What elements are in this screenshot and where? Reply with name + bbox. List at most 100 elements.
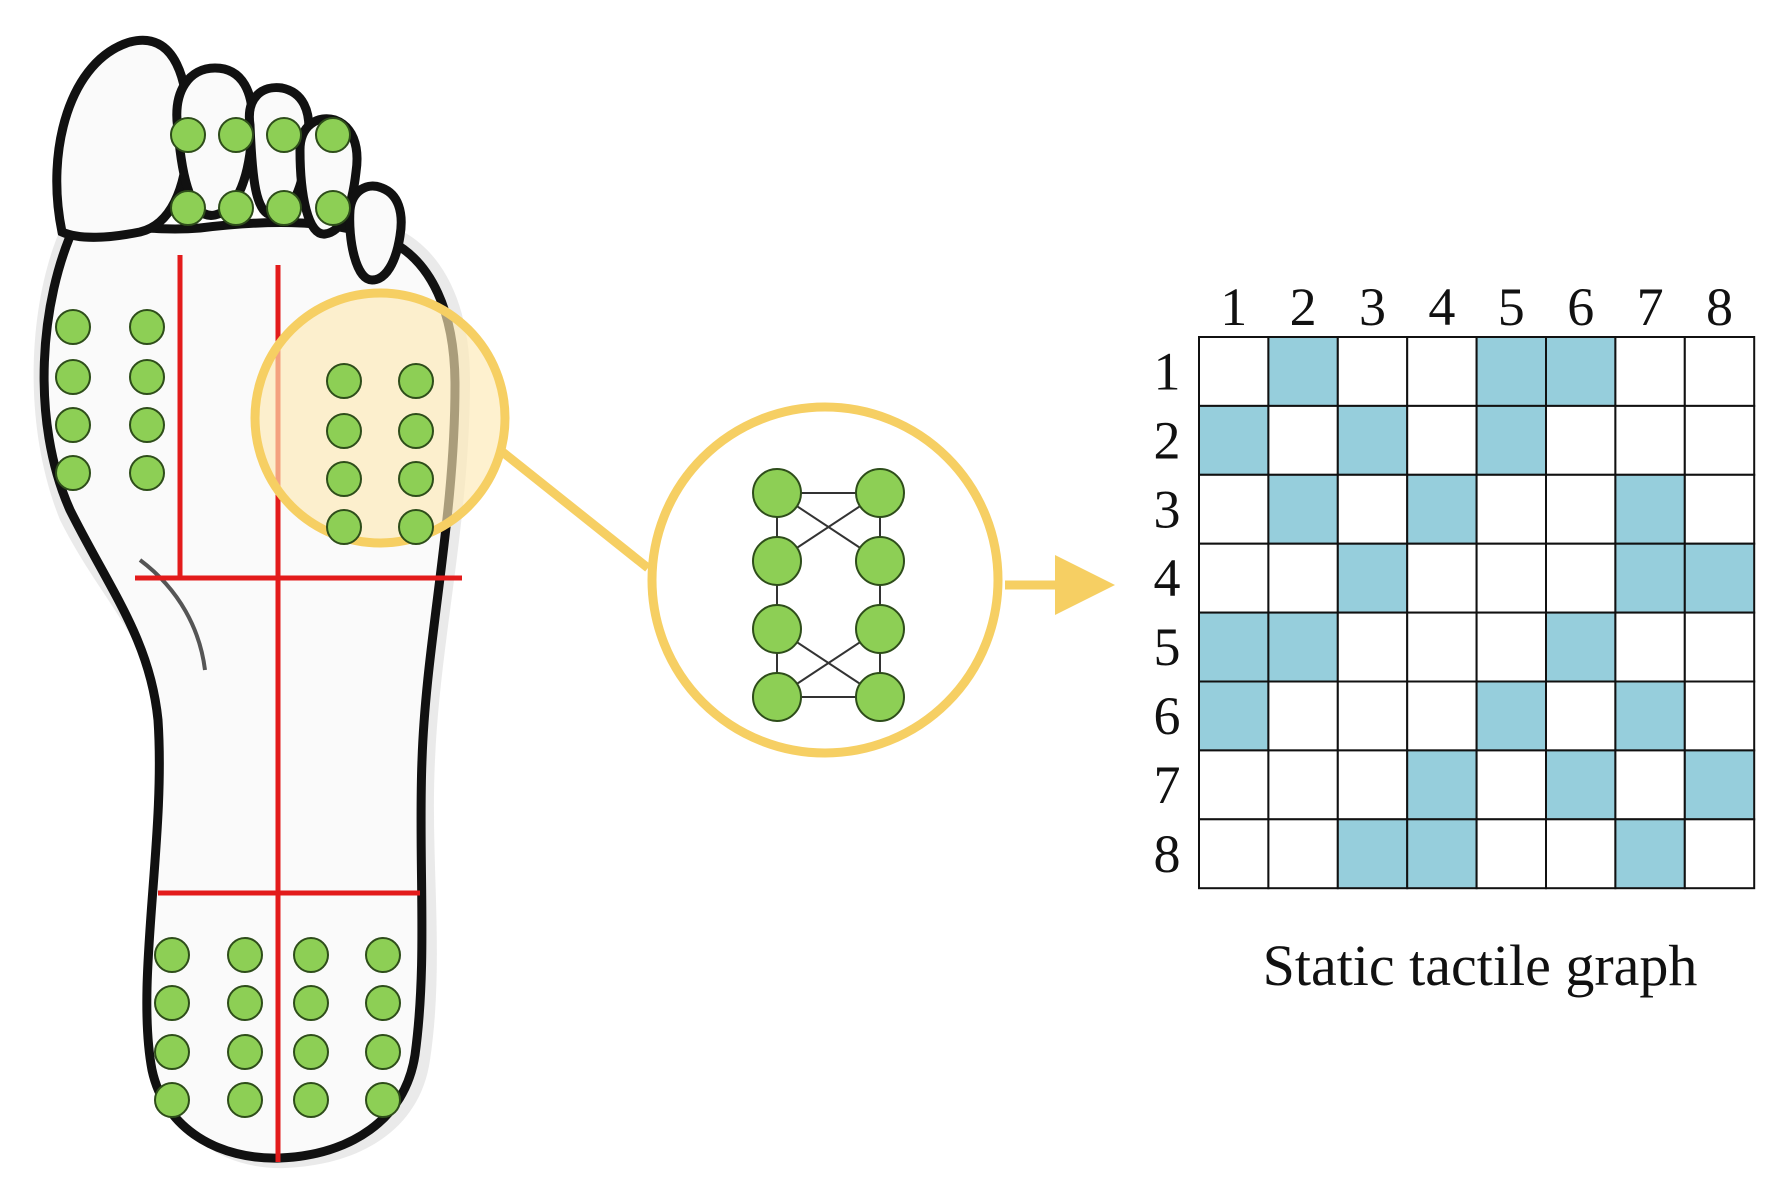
matrix-cell (1198, 542, 1270, 614)
sensor-dot (855, 604, 905, 654)
sensor-dot (129, 455, 165, 491)
sensor-dot (129, 359, 165, 395)
sensor-dot (752, 672, 802, 722)
matrix-cell (1336, 611, 1409, 683)
foot-big-toe (52, 35, 193, 242)
sensor-dot (326, 461, 362, 497)
sensor-dot (365, 1034, 401, 1070)
matrix-cell (1267, 473, 1339, 545)
sensor-dot (129, 309, 165, 345)
row-label: 5 (1154, 617, 1181, 677)
foot-highlight-circle (250, 288, 510, 548)
highlight-sensor-group (326, 363, 434, 545)
matrix-cell (1336, 680, 1409, 752)
sensor-dot (218, 190, 254, 226)
matrix-cell (1475, 336, 1547, 407)
matrix-cell (1614, 404, 1686, 476)
matrix-cell (1267, 336, 1339, 407)
matrix-cell (1475, 404, 1547, 476)
sensor-dot (752, 468, 802, 518)
matrix-cell (1545, 680, 1617, 752)
column-label: 1 (1220, 277, 1247, 337)
foot-arch-crease (138, 558, 207, 671)
sensor-dot (55, 309, 91, 345)
matrix-cell (1406, 818, 1478, 890)
matrix-cell (1336, 749, 1409, 821)
matrix-cell (1336, 542, 1409, 614)
sensor-dot (154, 985, 190, 1021)
matrix-cell (1614, 818, 1686, 890)
matrix-cell (1475, 611, 1547, 683)
foot-zone-lines (135, 255, 462, 1162)
sensor-dot (227, 937, 263, 973)
matrix-cell (1336, 336, 1409, 407)
sensor-dot (227, 985, 263, 1021)
matrix-cell (1406, 473, 1478, 545)
sensor-dot (855, 672, 905, 722)
row-label: 7 (1154, 755, 1181, 815)
matrix-cell (1683, 542, 1756, 614)
matrix-cell (1614, 749, 1686, 821)
column-label: 7 (1637, 277, 1664, 337)
sensor-dot (752, 536, 802, 586)
matrix-cell (1406, 542, 1478, 614)
matrix-cell (1683, 818, 1756, 890)
matrix-cell (1336, 404, 1409, 476)
sensor-dot (293, 1034, 329, 1070)
matrix-cell (1683, 611, 1756, 683)
matrix-cell (1267, 749, 1339, 821)
matrix-cell (1198, 404, 1270, 476)
sensor-dot (218, 117, 254, 153)
matrix-cell (1198, 818, 1270, 890)
graph-caption: Static tactile graph (1263, 933, 1698, 998)
sensor-dot (365, 985, 401, 1021)
column-label: 5 (1498, 277, 1525, 337)
sensor-dot (326, 413, 362, 449)
row-label: 6 (1154, 686, 1181, 746)
matrix-cell (1545, 749, 1617, 821)
sensor-dot (326, 363, 362, 399)
sensor-dot (365, 1082, 401, 1118)
column-label: 4 (1428, 277, 1455, 337)
sensor-dot (293, 1082, 329, 1118)
sensor-dot (227, 1034, 263, 1070)
zoom-sensor-graph (752, 468, 905, 722)
sensor-dot (315, 117, 351, 153)
matrix-cell (1545, 542, 1617, 614)
matrix-cell (1545, 818, 1617, 890)
matrix-cell (1406, 336, 1478, 407)
sensor-dot (129, 407, 165, 443)
sensor-dot (855, 468, 905, 518)
matrix-cell (1614, 336, 1686, 407)
sensor-dot (398, 509, 434, 545)
column-label: 8 (1706, 277, 1733, 337)
matrix-cell (1198, 749, 1270, 821)
row-label: 2 (1154, 410, 1181, 470)
sensor-dot (398, 461, 434, 497)
matrix-cell (1614, 611, 1686, 683)
sensor-dot (266, 117, 302, 153)
column-label: 6 (1567, 277, 1594, 337)
matrix-cell (1267, 542, 1339, 614)
matrix-cell (1475, 542, 1547, 614)
matrix-cell (1406, 611, 1478, 683)
row-label: 1 (1154, 341, 1181, 401)
matrix-cell (1198, 680, 1270, 752)
sensor-dot (55, 455, 91, 491)
sensor-dot (154, 937, 190, 973)
matrix-cell (1406, 749, 1478, 821)
matrix-cell (1267, 680, 1339, 752)
matrix-cell (1475, 473, 1547, 545)
matrix-cell (1545, 404, 1617, 476)
sensor-dot (266, 190, 302, 226)
sensor-dot (855, 536, 905, 586)
sensor-dot (365, 937, 401, 973)
matrix-cell (1198, 611, 1270, 683)
matrix-cell (1406, 404, 1478, 476)
sensor-dot (293, 937, 329, 973)
matrix-cell (1545, 611, 1617, 683)
row-label: 8 (1154, 824, 1181, 884)
arrow-to-matrix (1005, 555, 1115, 615)
